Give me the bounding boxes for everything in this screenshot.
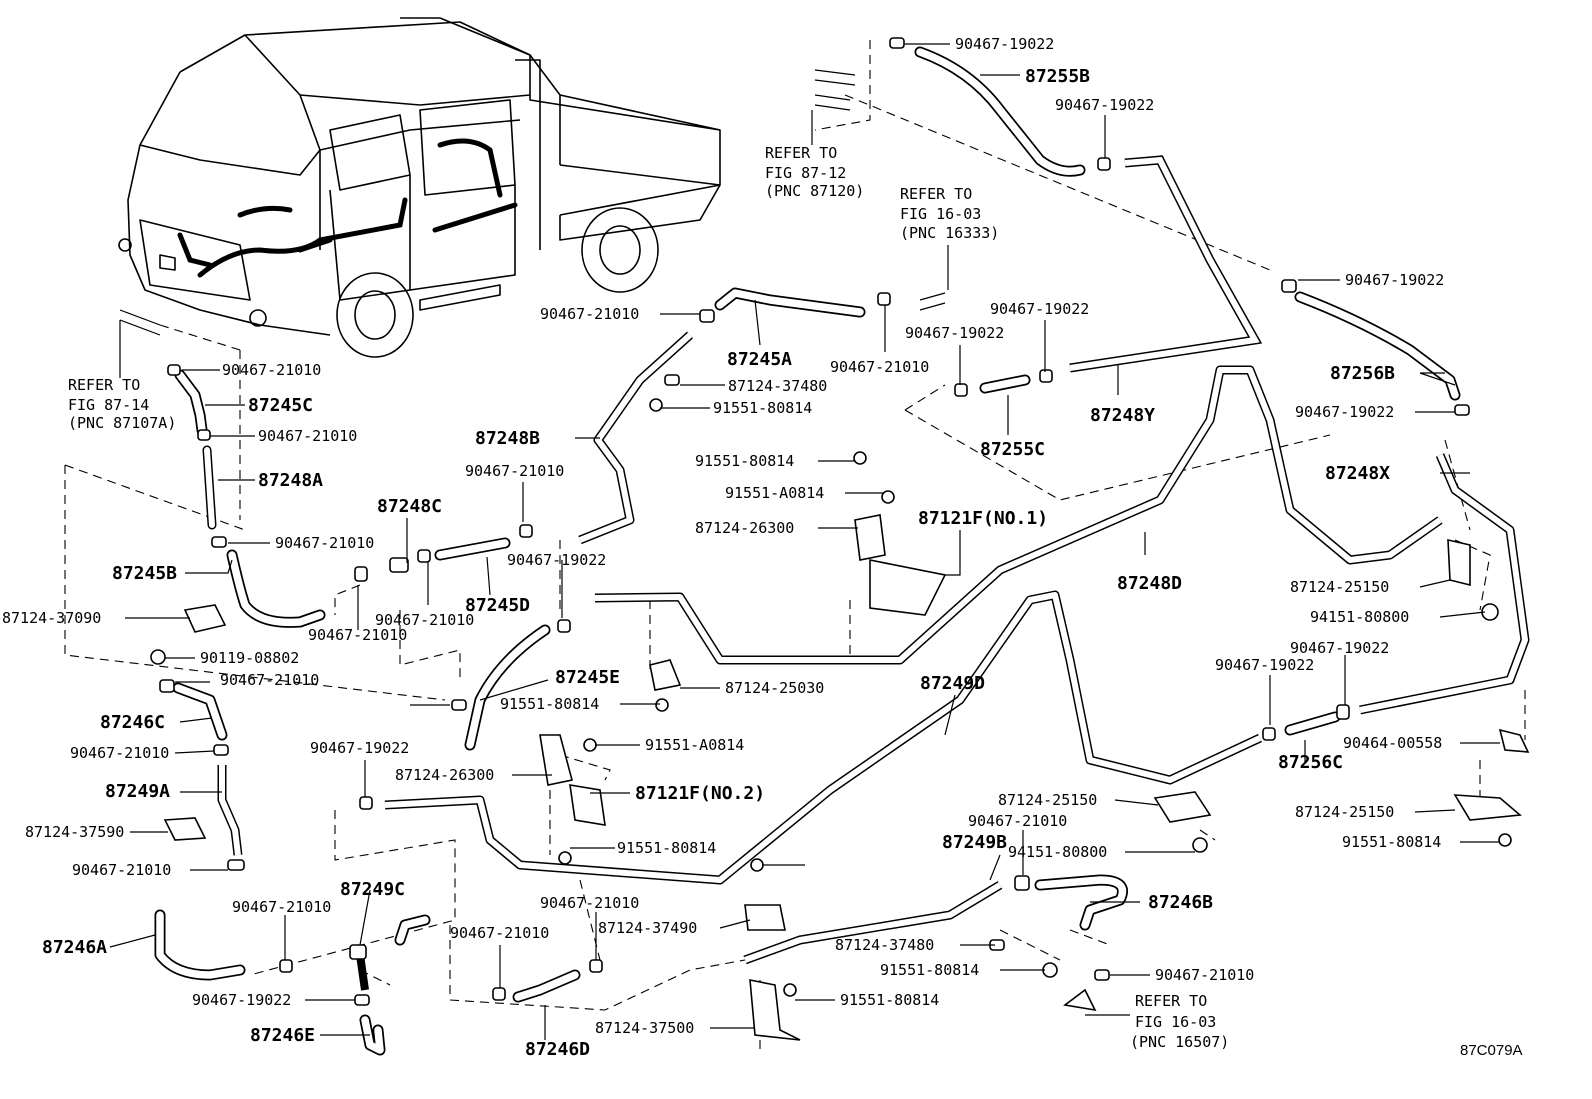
part-label: 87124-37480	[835, 936, 934, 954]
part-label-extra: 90467-21010	[1155, 966, 1254, 984]
part-label: 87121F(NO.1)	[918, 508, 1048, 529]
part-label: 87245C	[248, 395, 313, 416]
part-label: 90467-21010	[540, 305, 639, 323]
part-label: 91551-80814	[713, 399, 812, 417]
part-label: 87249C	[340, 879, 405, 900]
part-label: 90467-19022	[1345, 271, 1444, 289]
part-label: 87246E	[250, 1025, 315, 1046]
part-label: 90467-21010	[220, 671, 319, 689]
part-label: 91551-80814	[880, 961, 979, 979]
truck-illustration	[118, 17, 721, 358]
assembly-dashed-lines	[64, 40, 1526, 1050]
part-label: 87124-26300	[395, 766, 494, 784]
part-label: 91551-80814	[500, 695, 599, 713]
part-label: 87248X	[1325, 463, 1390, 484]
part-label: 90467-21010	[70, 744, 169, 762]
part-label: 91551-80814	[695, 452, 794, 470]
part-label: 87124-26300	[695, 519, 794, 537]
part-label: 90467-21010	[830, 358, 929, 376]
part-label: 87245E	[555, 667, 620, 688]
part-label: 91551-A0814	[725, 484, 824, 502]
part-label: 90467-19022	[1215, 656, 1314, 674]
part-label: 87256B	[1330, 363, 1395, 384]
part-label: 90467-21010	[375, 611, 474, 629]
part-label: 87248A	[258, 470, 323, 491]
part-label: 90467-21010	[258, 427, 357, 445]
part-label: 90467-19022	[507, 551, 606, 569]
bolts	[150, 398, 1512, 997]
brackets	[163, 514, 1530, 1041]
part-label: 90467-21010	[968, 812, 1067, 830]
part-label: 90467-21010	[232, 898, 331, 916]
part-label: 91551-80814	[840, 991, 939, 1009]
part-label: 90467-19022	[1295, 403, 1394, 421]
part-label: 87246B	[1148, 892, 1213, 913]
part-label: 87246D	[525, 1039, 590, 1060]
part-label: 87255B	[1025, 66, 1090, 87]
part-label: 90464-00558	[1343, 734, 1442, 752]
part-label: 90467-21010	[308, 626, 407, 644]
hose-clamps	[159, 37, 1470, 1006]
part-label: 87124-37590	[25, 823, 124, 841]
part-label: 87245A	[727, 349, 792, 370]
part-label: 87121F(NO.2)	[635, 783, 765, 804]
part-label: 90467-19022	[990, 300, 1089, 318]
part-label: 87124-37480	[728, 377, 827, 395]
part-label: 90467-21010	[450, 924, 549, 942]
part-label: 87246C	[100, 712, 165, 733]
reference-notes: REFER TO FIG 87-12 (PNC 87120) REFER TO …	[68, 144, 1229, 1051]
part-label: 90467-21010	[72, 861, 171, 879]
part-label: 90467-19022	[955, 35, 1054, 53]
part-labels: 90467-19022 87255B 90467-19022 90467-190…	[2, 35, 1444, 1060]
part-label: 87248Y	[1090, 405, 1155, 426]
part-label: 87256C	[1278, 752, 1343, 773]
part-label: 90467-19022	[905, 324, 1004, 342]
part-label: 87124-25030	[725, 679, 824, 697]
part-label: 90467-21010	[275, 534, 374, 552]
part-label: 90467-21010	[465, 462, 564, 480]
hoses	[119, 46, 1530, 1056]
part-label: 91551-80814	[617, 839, 716, 857]
part-label: 90467-19022	[310, 739, 409, 757]
part-label: 87246A	[42, 937, 107, 958]
part-label: 87249D	[920, 673, 985, 694]
part-label: 87124-37490	[598, 919, 697, 937]
part-label: 87245B	[112, 563, 177, 584]
part-label: 87124-37090	[2, 609, 101, 627]
part-label: 91551-80814	[1342, 833, 1441, 851]
part-label: 90467-21010	[540, 894, 639, 912]
part-label: 87249B	[942, 832, 1007, 853]
part-label: 87124-25150	[998, 791, 1097, 809]
part-label: 87124-25150	[1295, 803, 1394, 821]
reference-87-14: REFER TO FIG 87-14 (PNC 87107A)	[68, 376, 176, 432]
part-label: 87248C	[377, 496, 442, 517]
part-label: 94151-80800	[1008, 843, 1107, 861]
part-label: 90119-08802	[200, 649, 299, 667]
part-label: 87255C	[980, 439, 1045, 460]
reference-16-03-b: REFER TO FIG 16-03 (PNC 16507)	[1130, 992, 1229, 1051]
part-label: 90467-19022	[1055, 96, 1154, 114]
reference-16-03-a: REFER TO FIG 16-03 (PNC 16333)	[900, 185, 999, 242]
leader-lines	[109, 43, 1500, 1040]
part-label: 90467-19022	[192, 991, 291, 1009]
part-label: 87124-25150	[1290, 578, 1389, 596]
part-label: 87245D	[465, 595, 530, 616]
diagram-code: 87C079A	[1460, 1042, 1523, 1059]
part-label: 90467-21010	[222, 361, 321, 379]
part-label: 87248D	[1117, 573, 1182, 594]
reference-87-12: REFER TO FIG 87-12 (PNC 87120)	[765, 144, 864, 200]
part-label: 87249A	[105, 781, 170, 802]
part-label: 90467-19022	[1290, 639, 1389, 657]
part-label: 94151-80800	[1310, 608, 1409, 626]
hardware-parts	[150, 37, 1530, 1041]
part-label: 91551-A0814	[645, 736, 744, 754]
part-label: 87124-37500	[595, 1019, 694, 1037]
part-label: 87248B	[475, 428, 540, 449]
